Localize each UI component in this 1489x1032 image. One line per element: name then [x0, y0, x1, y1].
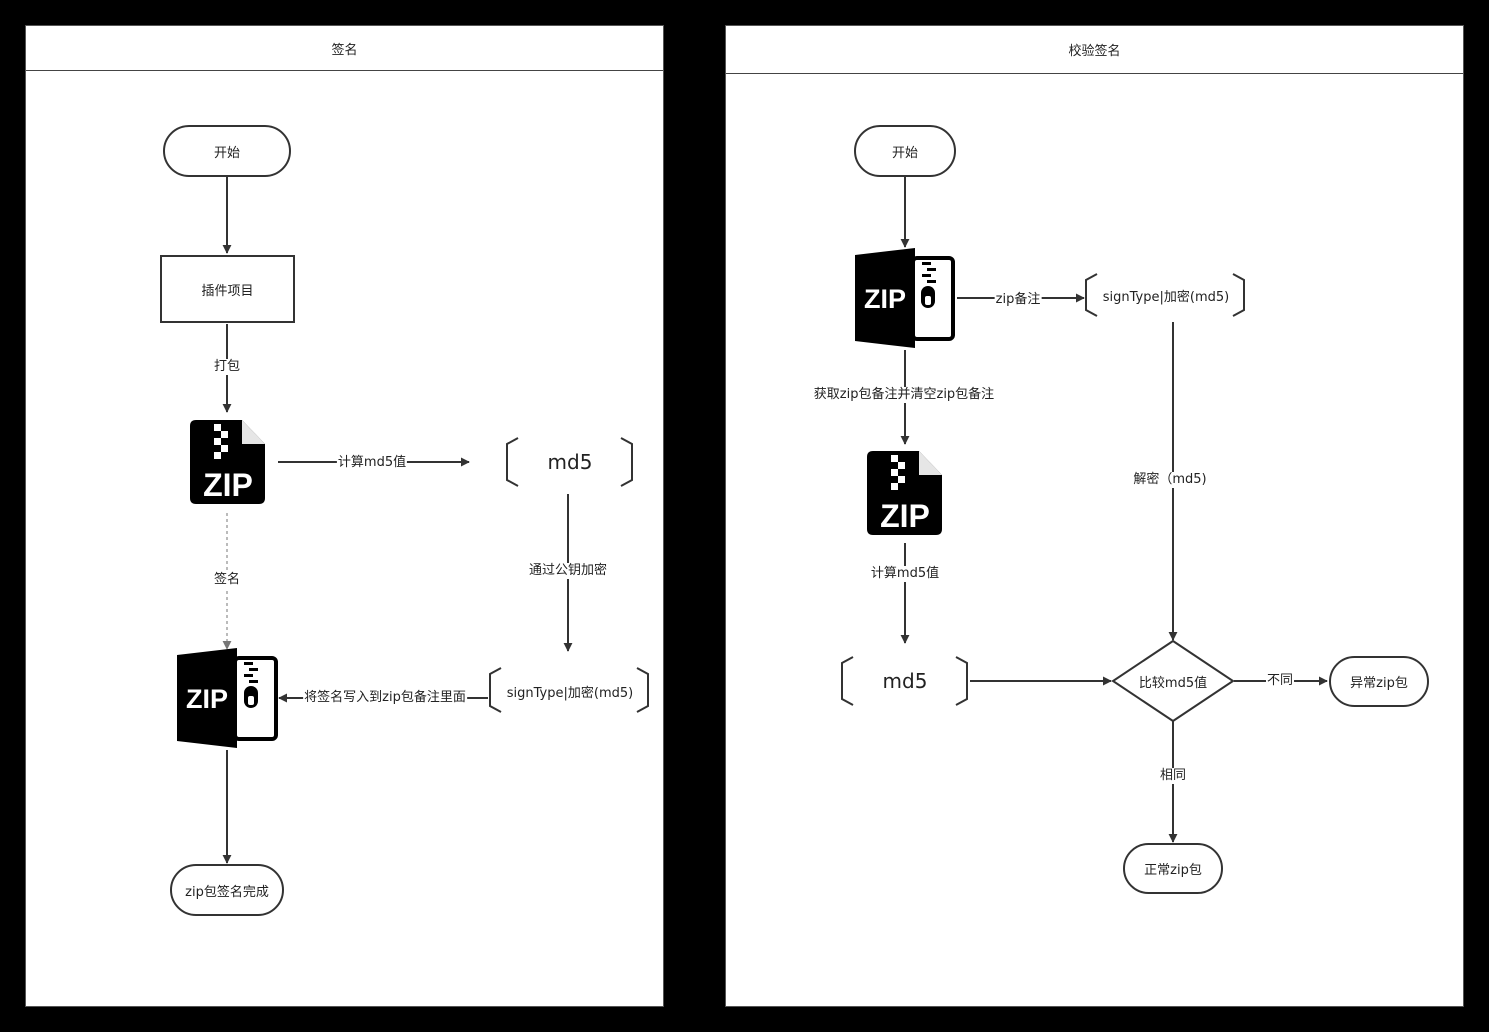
- sign-signtype-label: signType|加密(md5): [506, 685, 634, 701]
- svg-text:ZIP: ZIP: [880, 498, 930, 534]
- normal-zip-node[interactable]: 正常zip包: [1123, 843, 1223, 894]
- zip-archive-icon: ZIP: [177, 648, 278, 748]
- plugin-project-node[interactable]: 插件项目: [160, 255, 295, 323]
- edge-label-encrypt: 通过公钥加密: [527, 563, 609, 579]
- verify-zip-file-icon: ZIP: [867, 451, 942, 535]
- sign-md5-label: md5: [547, 450, 593, 474]
- verify-md5-bracket: [841, 656, 968, 706]
- edge-label-pack: 打包: [212, 359, 242, 375]
- edge-label-calc-md5-right: 计算md5值: [869, 566, 941, 582]
- verify-zip-archive-icon: ZIP: [855, 248, 955, 348]
- compare-decision-node[interactable]: 比较md5值: [1113, 666, 1233, 696]
- plugin-project-label: 插件项目: [201, 283, 254, 299]
- verify-pool-title: 校验签名: [1068, 44, 1121, 59]
- verify-pool: 校验签名: [725, 25, 1464, 1007]
- edge-label-decrypt: 解密（md5): [1132, 472, 1208, 488]
- sign-done-label: zip包签名完成: [185, 884, 269, 900]
- svg-text:ZIP: ZIP: [186, 684, 228, 714]
- verify-md5-label: md5: [882, 669, 928, 693]
- edge-label-write: 将签名写入到zip包备注里面: [303, 690, 467, 706]
- sign-signtype-node[interactable]: signType|加密(md5): [500, 676, 640, 706]
- sign-start-node[interactable]: 开始: [163, 125, 291, 177]
- svg-text:ZIP: ZIP: [203, 467, 253, 503]
- edge-label-calc-md5: 计算md5值: [336, 455, 408, 471]
- abnormal-zip-label: 异常zip包: [1350, 676, 1408, 691]
- sign-md5-bracket: [506, 437, 633, 487]
- sign-signtype-bracket: [489, 667, 649, 713]
- edge-label-sign: 签名: [212, 572, 242, 588]
- sign-pool-header: 签名: [26, 26, 663, 71]
- verify-signtype-node[interactable]: signType|加密(md5): [1096, 281, 1236, 309]
- verify-signtype-bracket: [1085, 273, 1245, 317]
- sign-md5-node[interactable]: md5: [520, 446, 620, 478]
- edge-label-diff: 不同: [1265, 673, 1295, 689]
- compare-label: 比较md5值: [1138, 675, 1208, 691]
- verify-start-label: 开始: [891, 145, 918, 161]
- edge-label-zip-comment: zip备注: [994, 292, 1042, 308]
- edge-label-same: 相同: [1158, 768, 1188, 784]
- svg-text:ZIP: ZIP: [864, 284, 906, 314]
- edge-label-get-clear: 获取zip包备注并清空zip包备注: [812, 387, 996, 403]
- sign-start-label: 开始: [213, 145, 240, 161]
- zip-file-icon: ZIP: [190, 420, 265, 504]
- compare-decision-diamond: [1111, 639, 1235, 723]
- sign-done-node[interactable]: zip包签名完成: [170, 864, 284, 916]
- verify-signtype-label: signType|加密(md5): [1102, 289, 1230, 305]
- verify-pool-header: 校验签名: [726, 26, 1463, 74]
- verify-start-node[interactable]: 开始: [854, 125, 956, 177]
- sign-pool: 签名: [25, 25, 664, 1007]
- abnormal-zip-node[interactable]: 异常zip包: [1329, 656, 1429, 707]
- normal-zip-label: 正常zip包: [1144, 863, 1202, 878]
- verify-md5-node[interactable]: md5: [855, 665, 955, 697]
- sign-pool-title: 签名: [331, 42, 358, 58]
